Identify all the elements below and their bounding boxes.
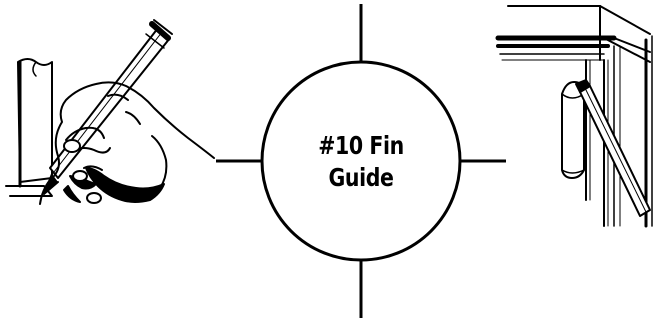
pipe-icon: [18, 59, 52, 182]
center-title: #10 Fin Guide: [285, 120, 438, 204]
pencil-icon: [50, 28, 170, 178]
right-frame-pencil-illustration: [498, 6, 652, 226]
left-hand-pencil-illustration: [6, 20, 214, 204]
center-title-line-1: #10 Fin: [318, 130, 404, 162]
center-title-line-2: Guide: [329, 162, 394, 194]
